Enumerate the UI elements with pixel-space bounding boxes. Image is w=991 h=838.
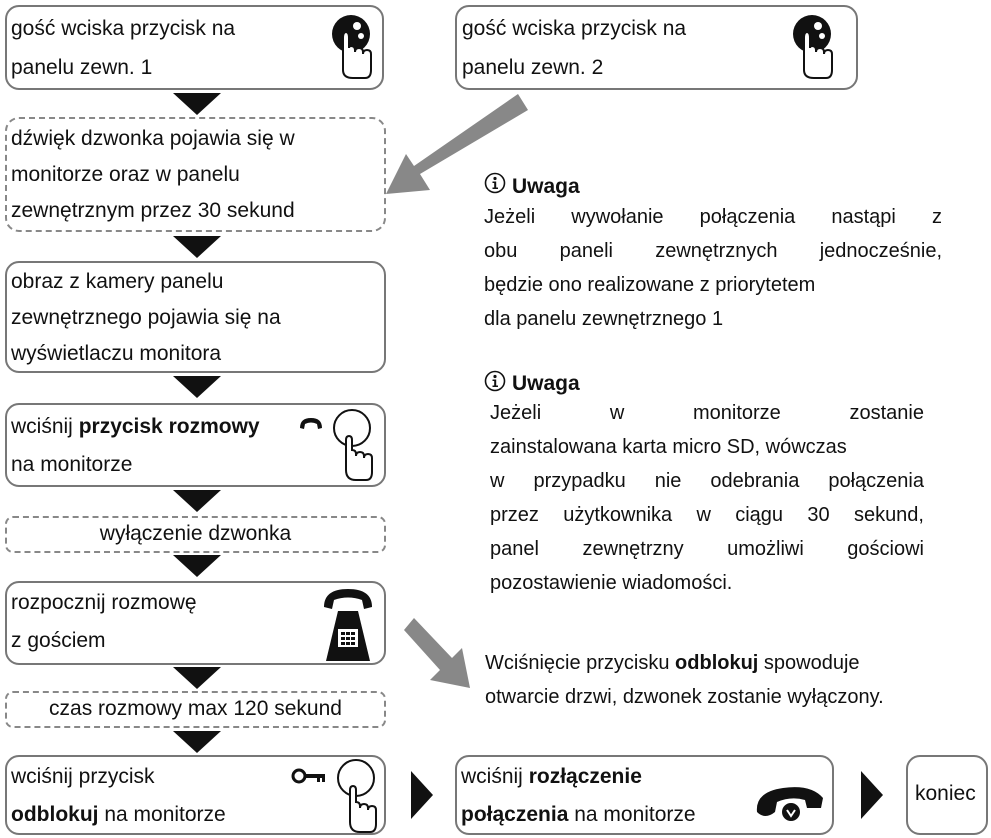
step-press-talk-button [5,403,386,487]
step-press-disconnect-line1: wciśnij rozłączenie [461,758,642,796]
note2-line: Jeżeli w monitorze zostanie [490,402,924,424]
step-press-disconnect-bold1: rozłączenie [528,765,642,788]
grey-arrow-panel2-to-ringing [386,94,528,194]
grey-arrow-to-unlock-note [404,618,470,688]
step-end-label: koniec [915,782,976,805]
hand-press-circle-icon [333,409,373,481]
note2-line: zainstalowana karta micro SD, wówczas [490,436,847,458]
step-start-talk-line2: z gościem [11,629,106,652]
step-camera-image-line3: wyświetlaczu monitora [11,342,222,365]
step-guest-presses-panel2-line2: panelu zewn. 2 [462,56,604,79]
hangup-handset-icon [756,787,823,823]
step-end [906,755,988,835]
note2-line: pozostawienie wiadomości. [490,572,733,594]
step-press-unlock-bold: odblokuj [11,803,99,826]
step-press-unlock-line1: wciśnij przycisk [11,765,155,788]
unlock-note-bold: odblokuj [675,652,759,674]
note1-line: dla panelu zewnętrznego 1 [484,308,724,330]
note2-line: panel zewnętrzny umożliwi gościowi [490,538,924,560]
key-icon [291,768,325,784]
note1-line: Jeżeli wywołanie połączenia nastąpi z [484,206,942,228]
unlock-note-line1: Wciśnięcie przycisku odblokuj spowoduje [485,646,884,680]
flow-arrow-down [173,731,221,753]
flow-arrow-down [173,376,221,398]
step-press-unlock-line2: odblokuj na monitorze [11,796,226,834]
step-start-talk-line1: rozpocznij rozmowę [11,591,197,614]
step-press-talk-pre: wciśnij [11,415,79,438]
step-ringing [5,117,386,232]
hand-press-call-icon [332,15,372,79]
flow-arrow-down [173,236,221,258]
step-press-talk-line2: na monitorze [11,453,133,476]
note1-line: będzie ono realizowane z priorytetem [484,274,816,296]
step-press-talk-line1: wciśnij przycisk rozmowy [11,408,260,446]
step-ringing-line3: zewnętrznym przez 30 sekund [11,199,295,222]
handset-icon [300,418,322,429]
step-talk-time [5,691,386,728]
flow-arrow-right [861,771,883,819]
hand-press-call-icon [793,15,833,79]
desk-phone-icon [324,589,372,661]
note1-title: Uwaga [512,175,580,198]
step-camera-image-line2: zewnętrznego pojawia się na [11,306,281,329]
step-ringing-line2: monitorze oraz w panelu [11,163,240,186]
step-ring-off [5,516,386,553]
step-press-disconnect-post: na monitorze [568,803,696,826]
flow-arrow-right [411,771,433,819]
info-icon [484,370,506,392]
step-guest-presses-panel2-line1: gość wciska przycisk na [462,17,687,40]
note2-line: w przypadku nie odebrania połączenia [490,470,924,492]
step-press-unlock-post: na monitorze [98,803,226,826]
step-start-talk [5,581,386,665]
step-press-disconnect-pre: wciśnij [461,765,529,788]
hand-press-circle-icon [337,759,377,833]
note2-line: przez użytkownika w ciągu 30 sekund, [490,504,924,526]
note2-title: Uwaga [512,372,580,395]
note1-line: obu paneli zewnętrznych jednocześnie, [484,240,942,262]
step-camera-image-line1: obraz z kamery panelu [11,270,224,293]
step-press-disconnect-bold2: połączenia [461,803,569,826]
flow-arrow-down [173,490,221,512]
step-press-disconnect-line2: połączenia na monitorze [461,796,696,834]
flow-arrow-down [173,93,221,115]
step-talk-time-label: czas rozmowy max 120 sekund [49,697,342,720]
note2-body: Jeżeli w monitorze zostanie zainstalowan… [490,396,924,600]
step-camera-image [5,261,386,373]
step-guest-presses-panel1 [5,5,384,90]
unlock-note-line2: otwarcie drzwi, dzwonek zostanie wyłączo… [485,686,884,708]
step-ringing-line1: dźwięk dzwonka pojawia się w [11,127,295,150]
unlock-note-pre: Wciśnięcie przycisku [485,652,676,674]
step-guest-presses-panel1-line2: panelu zewn. 1 [11,56,153,79]
unlock-note-post: spowoduje [758,652,860,674]
note1-body: Jeżeli wywołanie połączenia nastąpi z ob… [484,200,942,336]
flow-arrow-down [173,555,221,577]
unlock-note: Wciśnięcie przycisku odblokuj spowoduje … [485,646,884,714]
info-icon [484,172,506,194]
step-press-unlock [5,755,386,835]
step-guest-presses-panel1-line1: gość wciska przycisk na [11,17,236,40]
flow-arrow-down [173,667,221,689]
step-press-talk-bold: przycisk rozmowy [78,415,260,438]
step-ring-off-label: wyłączenie dzwonka [99,522,292,545]
step-guest-presses-panel2 [455,5,858,90]
